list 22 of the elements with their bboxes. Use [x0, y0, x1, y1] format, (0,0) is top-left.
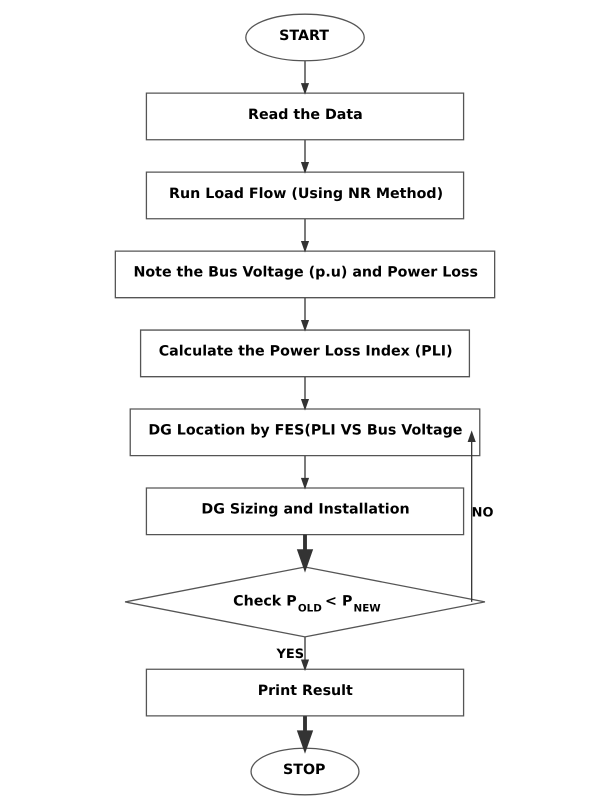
arrow	[296, 534, 314, 572]
edge-label: NO	[472, 504, 494, 520]
arrow	[300, 218, 310, 252]
node-box: DG Location by FES(PLI VS Bus Voltage	[130, 408, 480, 456]
arrow	[468, 430, 476, 602]
node-ellipse: START	[245, 13, 365, 61]
arrow	[300, 60, 310, 94]
arrow	[300, 298, 310, 332]
arrow	[296, 716, 314, 754]
arrow	[300, 636, 310, 671]
node-ellipse: STOP	[250, 747, 360, 795]
node-box: Read the Data	[146, 92, 464, 140]
edge-label: YES	[276, 646, 304, 662]
node-box: Run Load Flow (Using NR Method)	[146, 170, 464, 219]
arrow	[300, 456, 310, 490]
node-box: Note the Bus Voltage (p.u) and Power Loss	[114, 250, 496, 298]
arrow	[300, 376, 310, 410]
node-box: Print Result	[146, 668, 464, 716]
arrow	[300, 140, 310, 174]
node-box: Calculate the Power Loss Index (PLI)	[140, 328, 470, 377]
node-box: DG Sizing and Installation	[146, 486, 464, 535]
node-diamond: Check P$_{OLD}$ < P$_{NEW}$	[124, 566, 486, 638]
